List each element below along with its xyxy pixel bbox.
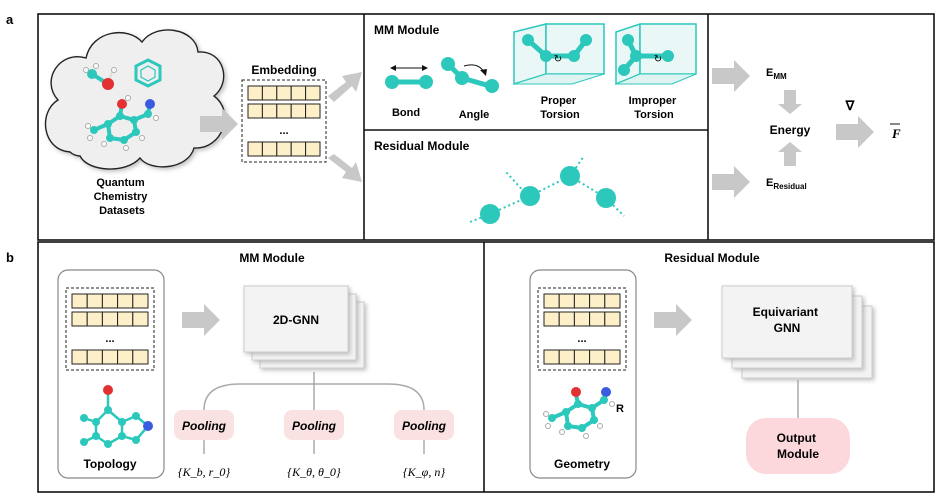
benzene-molecule [134,58,162,88]
arrow-embedding-to-mm [328,72,362,102]
params-angle: {K_θ, θ_0} [287,465,341,479]
output-module: Output Module [746,418,850,474]
embedding-row [247,85,321,101]
svg-text:↻: ↻ [554,54,562,65]
topology-ellipsis: ... [105,333,114,345]
bond-label: Bond [392,107,420,119]
r-label: R [616,403,624,415]
svg-text:Pooling: Pooling [292,419,337,433]
svg-text:↻: ↻ [654,54,662,65]
gnn-2d-label: 2D-GNN [273,313,319,327]
energy-section: EMM Energy EResidual ∇ F [766,67,901,191]
embedding-row [543,293,621,309]
embedding-ellipsis: ... [279,125,288,137]
improper-torsion-label: Improper Torsion [629,95,680,121]
embedding-row [71,311,149,327]
arrow-geometry-to-gnn [654,304,692,336]
energy-label: Energy [770,123,811,137]
embedding-row [247,103,321,119]
svg-text:Pooling: Pooling [182,419,227,433]
arrow-residual-to-energy [712,166,750,198]
e-residual-label: EResidual [766,177,807,191]
pooling-tree [203,372,425,454]
nabla-label: ∇ [845,98,856,113]
panel-a-letter: a [6,12,14,27]
arrow-embedding-to-residual [328,154,362,182]
pooling-angle: Pooling [284,410,344,440]
geometry-card: ... R Geometry [529,269,637,479]
embedding-row [247,141,321,157]
methanol-molecule [83,63,117,90]
e-mm-label: EMM [766,67,787,81]
pooling-bond: Pooling [174,410,234,440]
panel-a-frame [37,13,935,241]
embedding-row [71,293,149,309]
embedding-row [71,349,149,365]
dataset-label: Quantum Chemistry Datasets [94,177,151,217]
svg-text:Output Module: Output Module [777,431,820,461]
embedding-table: ... [241,79,327,163]
equivariant-gnn-stack: Equivariant GNN [721,285,873,379]
improper-torsion-term: ↻ Improper Torsion [615,22,697,121]
topology-card: ... [57,269,165,479]
embedding-title: Embedding [251,63,316,77]
residual-atoms [469,155,625,224]
geometry-molecule [543,387,615,439]
topology-label: Topology [83,457,136,471]
force-label: F [891,126,901,141]
dataset-cloud [44,29,226,170]
arrow-energy-to-force [836,116,874,148]
topology-graph [80,385,153,448]
embedding-row [543,311,621,327]
equivariant-gnn-label: Equivariant GNN [753,305,822,335]
arrow-cloud-to-embedding [200,108,238,140]
arrow-mm-to-energy [712,60,750,92]
geometry-ellipsis: ... [577,333,586,345]
proper-torsion-term: ↻ Proper Torsion [513,23,605,121]
bond-term: Bond [385,65,433,119]
residual-module-title-b: Residual Module [664,251,760,265]
angle-label: Angle [459,109,490,121]
params-bond: {K_b, r_0} [178,465,230,479]
svg-text:Pooling: Pooling [402,419,447,433]
mm-module-title-b: MM Module [239,251,305,265]
gnn-2d-stack: 2D-GNN [243,285,365,369]
mm-module-title-a: MM Module [374,23,440,37]
panel-b-frame [37,241,935,493]
geometry-label: Geometry [554,457,610,471]
pooling-torsion: Pooling [394,410,454,440]
panel-b-letter: b [6,250,14,265]
embedding-row [543,349,621,365]
residual-module-title-a: Residual Module [374,139,470,153]
proper-torsion-label: Proper Torsion [540,95,580,121]
params-torsion: {K_φ, n} [403,465,445,479]
arrow-topology-to-gnn [182,304,220,336]
angle-term: Angle [441,57,499,121]
aromatic-molecule [85,95,159,151]
